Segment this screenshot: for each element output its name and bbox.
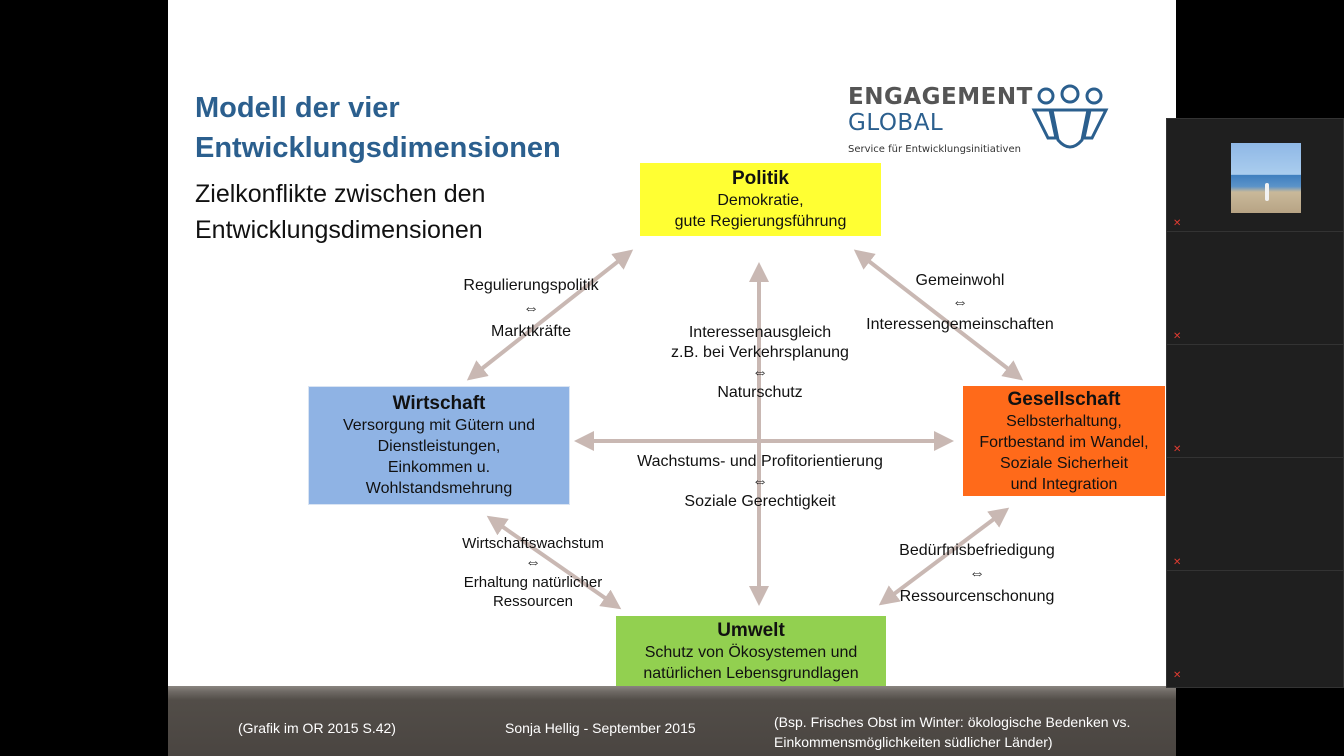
participant-video-thumbnail (1231, 143, 1301, 213)
footer-example-line1: (Bsp. Frisches Obst im Winter: ökologisc… (774, 714, 1131, 730)
muted-mic-icon: ✕ (1173, 218, 1182, 229)
double-arrow-icon: ⇔ (752, 473, 768, 490)
conflict-label-a: Regulierungspolitik (463, 277, 599, 294)
conflict-wirtschaft-gesellschaft: Wachstums- und Profitorientierung ⇔ Sozi… (610, 452, 910, 512)
gesellschaft-line2: Fortbestand im Wandel, (979, 433, 1149, 451)
conflict-label-a: Gemeinwohl (915, 272, 1005, 289)
footer-example-line2: Einkommensmöglichkeiten südlicher Länder… (774, 734, 1053, 750)
slide-subtitle: Zielkonflikte zwischen den Entwicklungsd… (195, 180, 486, 244)
gesellschaft-line3: Soziale Sicherheit (999, 454, 1129, 472)
conflict-politik-umwelt: Interessenausgleich z.B. bei Verkehrspla… (640, 323, 880, 403)
arrow-gesellschaft-umwelt (878, 507, 1010, 606)
participants-panel: ✕ ✕ ✕ ✕ ✕ (1166, 118, 1344, 688)
double-arrow-icon: ⇔ (969, 565, 985, 582)
umwelt-line2: natürlichen Lebensgrundlagen (643, 664, 859, 682)
participant-tile[interactable]: ✕ (1167, 232, 1343, 345)
conflict-label-b: Marktkräfte (490, 323, 571, 340)
gesellschaft-line4: und Integration (1010, 475, 1118, 493)
gesellschaft-title: Gesellschaft (1007, 388, 1121, 410)
participant-tile[interactable]: ✕ (1167, 345, 1343, 458)
umwelt-title: Umwelt (717, 619, 785, 641)
slide-title: Modell der vier Entwicklungsdimensionen (195, 92, 561, 164)
box-politik: Politik Demokratie, gute Regierungsführu… (640, 163, 881, 236)
politik-title: Politik (731, 168, 789, 189)
conflict-label-a: Bedürfnisbefriedigung (899, 542, 1055, 559)
muted-mic-icon: ✕ (1173, 670, 1182, 681)
muted-mic-icon: ✕ (1173, 557, 1182, 568)
logo-line2: GLOBAL (848, 110, 944, 136)
double-arrow-icon: ⇔ (525, 554, 541, 571)
wirtschaft-line3: Einkommen u. (387, 459, 491, 476)
wirtschaft-line2: Dienstleistungen, (377, 438, 501, 455)
conflict-politik-gesellschaft: Gemeinwohl ⇔ Interessengemeinschaften (850, 271, 1070, 335)
conflict-label-a2: z.B. bei Verkehrsplanung (671, 344, 849, 361)
arrow-wirtschaft-politik (466, 249, 634, 381)
arrow-wirtschaft-umwelt (486, 515, 622, 610)
politik-line1: Demokratie, (717, 192, 804, 209)
umwelt-line1: Schutz von Ökosystemen und (644, 643, 858, 661)
double-arrow-icon: ⇔ (952, 294, 968, 311)
gesellschaft-line1: Selbsterhaltung, (1006, 412, 1122, 430)
footer-source: (Grafik im OR 2015 S.42) (238, 720, 396, 736)
wirtschaft-line1: Versorgung mit Gütern und (342, 417, 536, 434)
conflict-label-b: Ressourcenschonung (899, 588, 1055, 605)
conflict-label-a: Interessenausgleich (688, 324, 832, 341)
wirtschaft-title: Wirtschaft (392, 393, 486, 414)
footer-author: Sonja Hellig - September 2015 (505, 720, 696, 736)
politik-line2: gute Regierungsführung (674, 213, 847, 230)
participant-tile[interactable]: ✕ (1167, 458, 1343, 571)
conflict-label-b: Naturschutz (717, 384, 803, 401)
engagement-global-logo: ENGAGEMENT GLOBAL Service für Entwicklun… (848, 84, 1033, 155)
people-logo-icon (1031, 84, 1109, 149)
box-gesellschaft: Gesellschaft Selbsterhaltung, Fortbestan… (963, 386, 1165, 496)
conflict-label-b: Soziale Gerechtigkeit (684, 493, 836, 510)
conflict-label-a: Wirtschaftswachstum (462, 535, 604, 552)
muted-mic-icon: ✕ (1173, 331, 1182, 342)
box-wirtschaft: Wirtschaft Versorgung mit Gütern und Die… (308, 386, 570, 505)
conflict-label-b: Erhaltung natürlicher (463, 574, 603, 591)
conflict-wirtschaft-politik: Regulierungspolitik ⇔ Marktkräfte (440, 276, 622, 342)
double-arrow-icon: ⇔ (752, 364, 768, 381)
conflict-gesellschaft-umwelt: Bedürfnisbefriedigung ⇔ Ressourcenschonu… (876, 541, 1078, 607)
slide-footer-bar (168, 686, 1176, 756)
box-umwelt: Umwelt Schutz von Ökosystemen und natürl… (616, 616, 886, 686)
participant-tile[interactable]: ✕ (1167, 119, 1343, 232)
conflict-label-a: Wachstums- und Profitorientierung (637, 453, 883, 470)
double-arrow-icon: ⇔ (523, 300, 539, 317)
participant-tile[interactable]: ✕ (1167, 571, 1343, 683)
wirtschaft-line4: Wohlstandsmehrung (365, 480, 513, 497)
logo-line1: ENGAGEMENT (848, 84, 1033, 110)
conflict-wirtschaft-umwelt: Wirtschaftswachstum ⇔ Erhaltung natürlic… (440, 534, 626, 611)
person-figure (1265, 183, 1269, 201)
muted-mic-icon: ✕ (1173, 444, 1182, 455)
arrow-politik-gesellschaft (853, 249, 1024, 381)
footer-example: (Bsp. Frisches Obst im Winter: ökologisc… (774, 712, 1170, 752)
logo-tagline: Service für Entwicklungsinitiativen (848, 144, 1021, 155)
conflict-label-b2: Ressourcen (492, 593, 574, 610)
conflict-label-b: Interessengemeinschaften (866, 316, 1054, 333)
